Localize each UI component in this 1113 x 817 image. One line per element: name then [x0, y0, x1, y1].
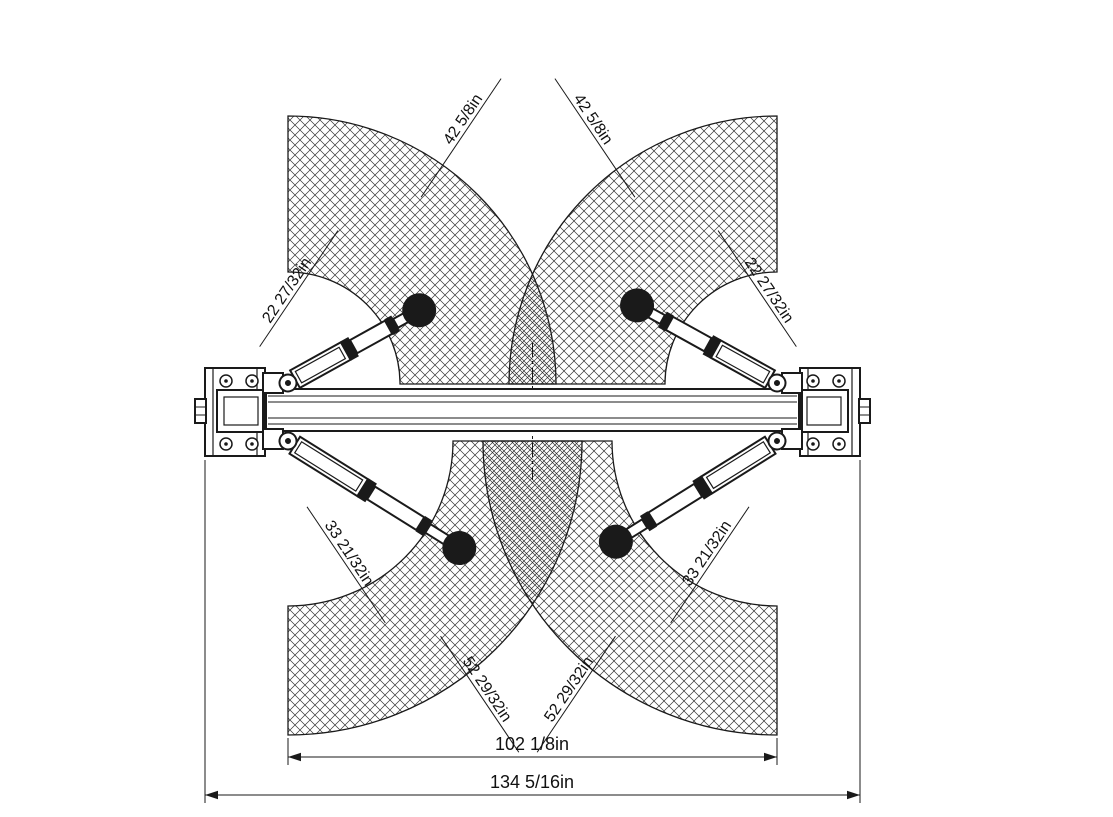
front-max-right-text: 42 5/8in — [570, 91, 616, 148]
rear-min-right-text: 33 21/32in — [679, 518, 735, 589]
arm-lock-collar — [340, 337, 359, 361]
post-carriage-inner — [806, 396, 842, 426]
overall-span-text: 134 5/16in — [490, 772, 574, 792]
arm-stage-2 — [365, 485, 426, 532]
arm-pivot-center — [285, 380, 291, 386]
anchor-bolt-center — [811, 379, 815, 383]
crossbeam — [265, 388, 800, 432]
arm-lock-collar — [384, 315, 400, 336]
arm-stage-1 — [709, 338, 777, 390]
lift-pad-rear-right — [598, 524, 633, 559]
arm-stage-1-inner — [294, 346, 347, 384]
arrowhead-right — [764, 752, 777, 762]
arm-stage-1 — [288, 435, 370, 498]
arm-lock-collar — [692, 475, 713, 500]
label-leader-line — [536, 635, 616, 753]
lift-pad-front-right — [620, 288, 655, 323]
post-side-tab — [194, 398, 207, 424]
label-leader-line — [420, 78, 502, 198]
arm-lock-collar — [658, 311, 674, 332]
arrowhead-left — [288, 752, 301, 762]
arm-stage-1 — [288, 340, 352, 390]
label-leader-line — [717, 230, 797, 347]
label-leader-line — [440, 635, 520, 753]
anchor-bolt-center — [250, 442, 254, 446]
arm-front-right — [620, 288, 787, 393]
sweep-region-front-right — [508, 115, 778, 385]
front-max-left-text: 42 5/8in — [440, 91, 486, 148]
arm-lock-collar — [639, 511, 658, 532]
arm-pivot-center — [774, 380, 780, 386]
anchor-bolt-center — [837, 442, 841, 446]
arm-pivot-center — [774, 438, 780, 444]
arm-lock-collar — [702, 335, 722, 359]
lift-pad-rear-left — [442, 531, 477, 566]
arm-lock-collar — [415, 516, 433, 537]
arm-stage-2 — [646, 482, 704, 527]
post-left — [194, 367, 284, 457]
front-min-left-text: 22 27/32in — [259, 255, 315, 326]
sweep-region-rear-right — [482, 440, 778, 736]
anchor-bolt-center — [224, 379, 228, 383]
label-leader-line — [670, 506, 750, 624]
anchor-bolt-center — [811, 442, 815, 446]
anchor-bolt-center — [250, 379, 254, 383]
arm-front-left — [278, 293, 437, 393]
arm-stage-1-inner — [705, 441, 772, 490]
arm-rear-left — [278, 431, 477, 566]
label-leader-line — [259, 230, 339, 347]
rear-min-left-text: 33 21/32in — [321, 518, 377, 589]
dim-inside-span: 102 1/8in — [287, 734, 778, 765]
arm-stage-1-inner — [293, 441, 364, 492]
arm-stage-1-inner — [715, 344, 771, 384]
arm-stage-2 — [348, 319, 394, 355]
label-leader-line — [306, 506, 386, 624]
post-side-tab — [858, 398, 871, 424]
arm-stage-1 — [699, 435, 777, 495]
label-leader-line — [554, 78, 636, 198]
arm-stage-2 — [664, 315, 713, 353]
anchor-bolt-center — [224, 442, 228, 446]
arm-pivot-center — [285, 438, 291, 444]
inside-span-text: 102 1/8in — [495, 734, 569, 754]
arrowhead-left — [205, 790, 218, 800]
anchor-bolt-center — [837, 379, 841, 383]
post-carriage-inner — [223, 396, 259, 426]
lift-pad-front-left — [402, 293, 437, 328]
crossbeam-outline — [265, 388, 800, 432]
arrowhead-right — [847, 790, 860, 800]
rear-max-right-text: 52 29/32in — [541, 654, 597, 725]
arm-lock-collar — [356, 478, 377, 503]
rear-max-left-text: 52 29/32in — [459, 654, 515, 725]
dim-overall-span: 134 5/16in — [204, 460, 861, 803]
post-right — [781, 367, 871, 457]
arm-rear-right — [598, 431, 787, 559]
